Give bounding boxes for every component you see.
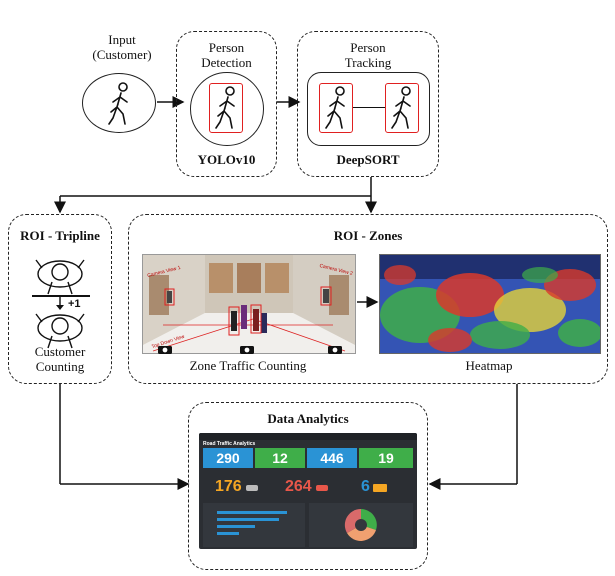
camera-icon-2 — [240, 346, 254, 354]
pie-chart — [344, 508, 377, 541]
track-box-1 — [319, 83, 353, 133]
kpi-tile-4: 19 — [359, 448, 413, 468]
pie-chart-panel — [309, 503, 413, 547]
detection-circle — [190, 72, 264, 146]
walking-person-icon — [108, 82, 128, 125]
detected-person-icon — [215, 86, 235, 129]
input-label-line2: (Customer) — [92, 47, 152, 62]
bar-4 — [217, 532, 239, 535]
store-scene — [143, 255, 355, 353]
bar-3 — [217, 525, 255, 528]
roi-tripline-title: ROI - Tripline — [20, 228, 100, 243]
down-arrow-icon — [56, 297, 64, 310]
deepsort-model-label: DeepSORT — [336, 152, 400, 167]
input-customer-node — [82, 73, 156, 133]
detection-bounding-box — [209, 83, 243, 133]
bar-2 — [217, 518, 279, 521]
roi-tripline-stage — [8, 214, 112, 384]
bar-chart-panel — [203, 503, 305, 547]
person-tracking-title-line1: Person — [350, 40, 386, 55]
camera-icon-3 — [328, 346, 342, 354]
data-analytics-stage — [188, 402, 428, 570]
person-detection-stage — [176, 31, 277, 177]
count-value-2: 264 — [285, 478, 312, 495]
customer-counting-line1: Customer — [34, 344, 86, 359]
top-down-person-icon — [35, 259, 85, 295]
truck-icon — [373, 484, 387, 492]
motorbike-icon — [246, 485, 258, 491]
camera-icon — [158, 346, 172, 354]
dashboard-title: Road Traffic Analytics — [203, 441, 256, 447]
car-icon — [316, 485, 328, 491]
zone-traffic-caption: Zone Traffic Counting — [189, 358, 307, 373]
roi-zones-title: ROI - Zones — [333, 228, 403, 243]
customer-counting-line2: Counting — [35, 359, 85, 374]
dashboard-topbar — [199, 433, 417, 440]
person-detection-title: Person Detection — [176, 40, 277, 70]
person-tracking-stage — [297, 31, 439, 177]
person-detection-title-line1: Person — [208, 40, 245, 55]
tracked-person-icon — [325, 86, 345, 129]
customer-counting-caption: Customer Counting — [8, 344, 112, 374]
kpi-tile-1: 290 — [203, 448, 253, 468]
track-box-2 — [385, 83, 419, 133]
heatmap-image — [379, 254, 601, 354]
person-tracking-title: Person Tracking — [297, 40, 439, 70]
analytics-dashboard: Road Traffic Analytics 290 12 446 19 176… — [199, 433, 417, 549]
heatmap-visual — [380, 255, 600, 353]
kpi-tile-3: 446 — [307, 448, 357, 468]
tripline — [32, 295, 90, 297]
person-tracking-title-line2: Tracking — [344, 55, 392, 70]
zone-traffic-image: Camera View 1 Camera View 2 Top Down Vie… — [142, 254, 356, 354]
kpi-tile-2: 12 — [255, 448, 305, 468]
input-label: Input (Customer) — [78, 32, 166, 62]
bar-1 — [217, 511, 287, 514]
tracked-person-icon-2 — [391, 86, 411, 129]
data-analytics-title: Data Analytics — [267, 411, 349, 426]
roi-zones-stage — [128, 214, 608, 384]
count-value-1: 176 — [215, 478, 242, 495]
yolo-model-label: YOLOv10 — [197, 152, 256, 167]
top-down-person-icon-2 — [35, 313, 85, 349]
person-detection-title-line2: Detection — [201, 55, 252, 70]
count-value-3: 6 — [361, 478, 370, 495]
increment-label: +1 — [68, 298, 81, 310]
heatmap-caption: Heatmap — [465, 358, 513, 373]
track-link-line — [353, 107, 385, 108]
tracking-frame — [307, 72, 430, 146]
input-label-line1: Input — [108, 32, 136, 47]
